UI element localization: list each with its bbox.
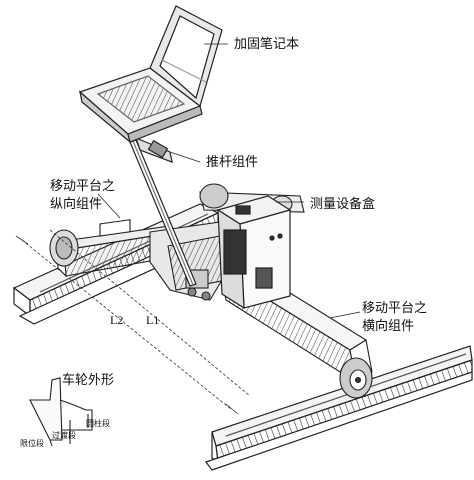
right-rail	[205, 345, 473, 471]
label-longitudinal-line2: 纵向组件	[50, 196, 102, 212]
push-rod	[129, 136, 197, 287]
label-wheel-profile: 车轮外形	[62, 372, 114, 388]
wheel-profile-sketch	[29, 377, 93, 447]
label-cylinder-section: 圆柱段	[86, 418, 110, 428]
label-lateral-line2: 横向组件	[362, 318, 414, 334]
label-lateral-line1: 移动平台之	[362, 301, 427, 316]
label-dim-l1: L1	[146, 313, 159, 327]
leader-lines	[97, 43, 361, 319]
measurement-box	[216, 195, 292, 310]
dimension-lines	[15, 229, 251, 415]
label-longitudinal-line1: 移动平台之	[50, 179, 115, 194]
label-measure-box: 测量设备盒	[310, 196, 375, 212]
label-dim-l2: L2	[110, 313, 123, 327]
label-transition-section: 过渡段	[52, 430, 76, 440]
label-limit-section: 限位段	[20, 438, 44, 448]
label-push-rod: 推杆组件	[206, 155, 258, 170]
label-laptop: 加固笔记本	[234, 36, 299, 52]
rugged-laptop	[78, 5, 223, 144]
